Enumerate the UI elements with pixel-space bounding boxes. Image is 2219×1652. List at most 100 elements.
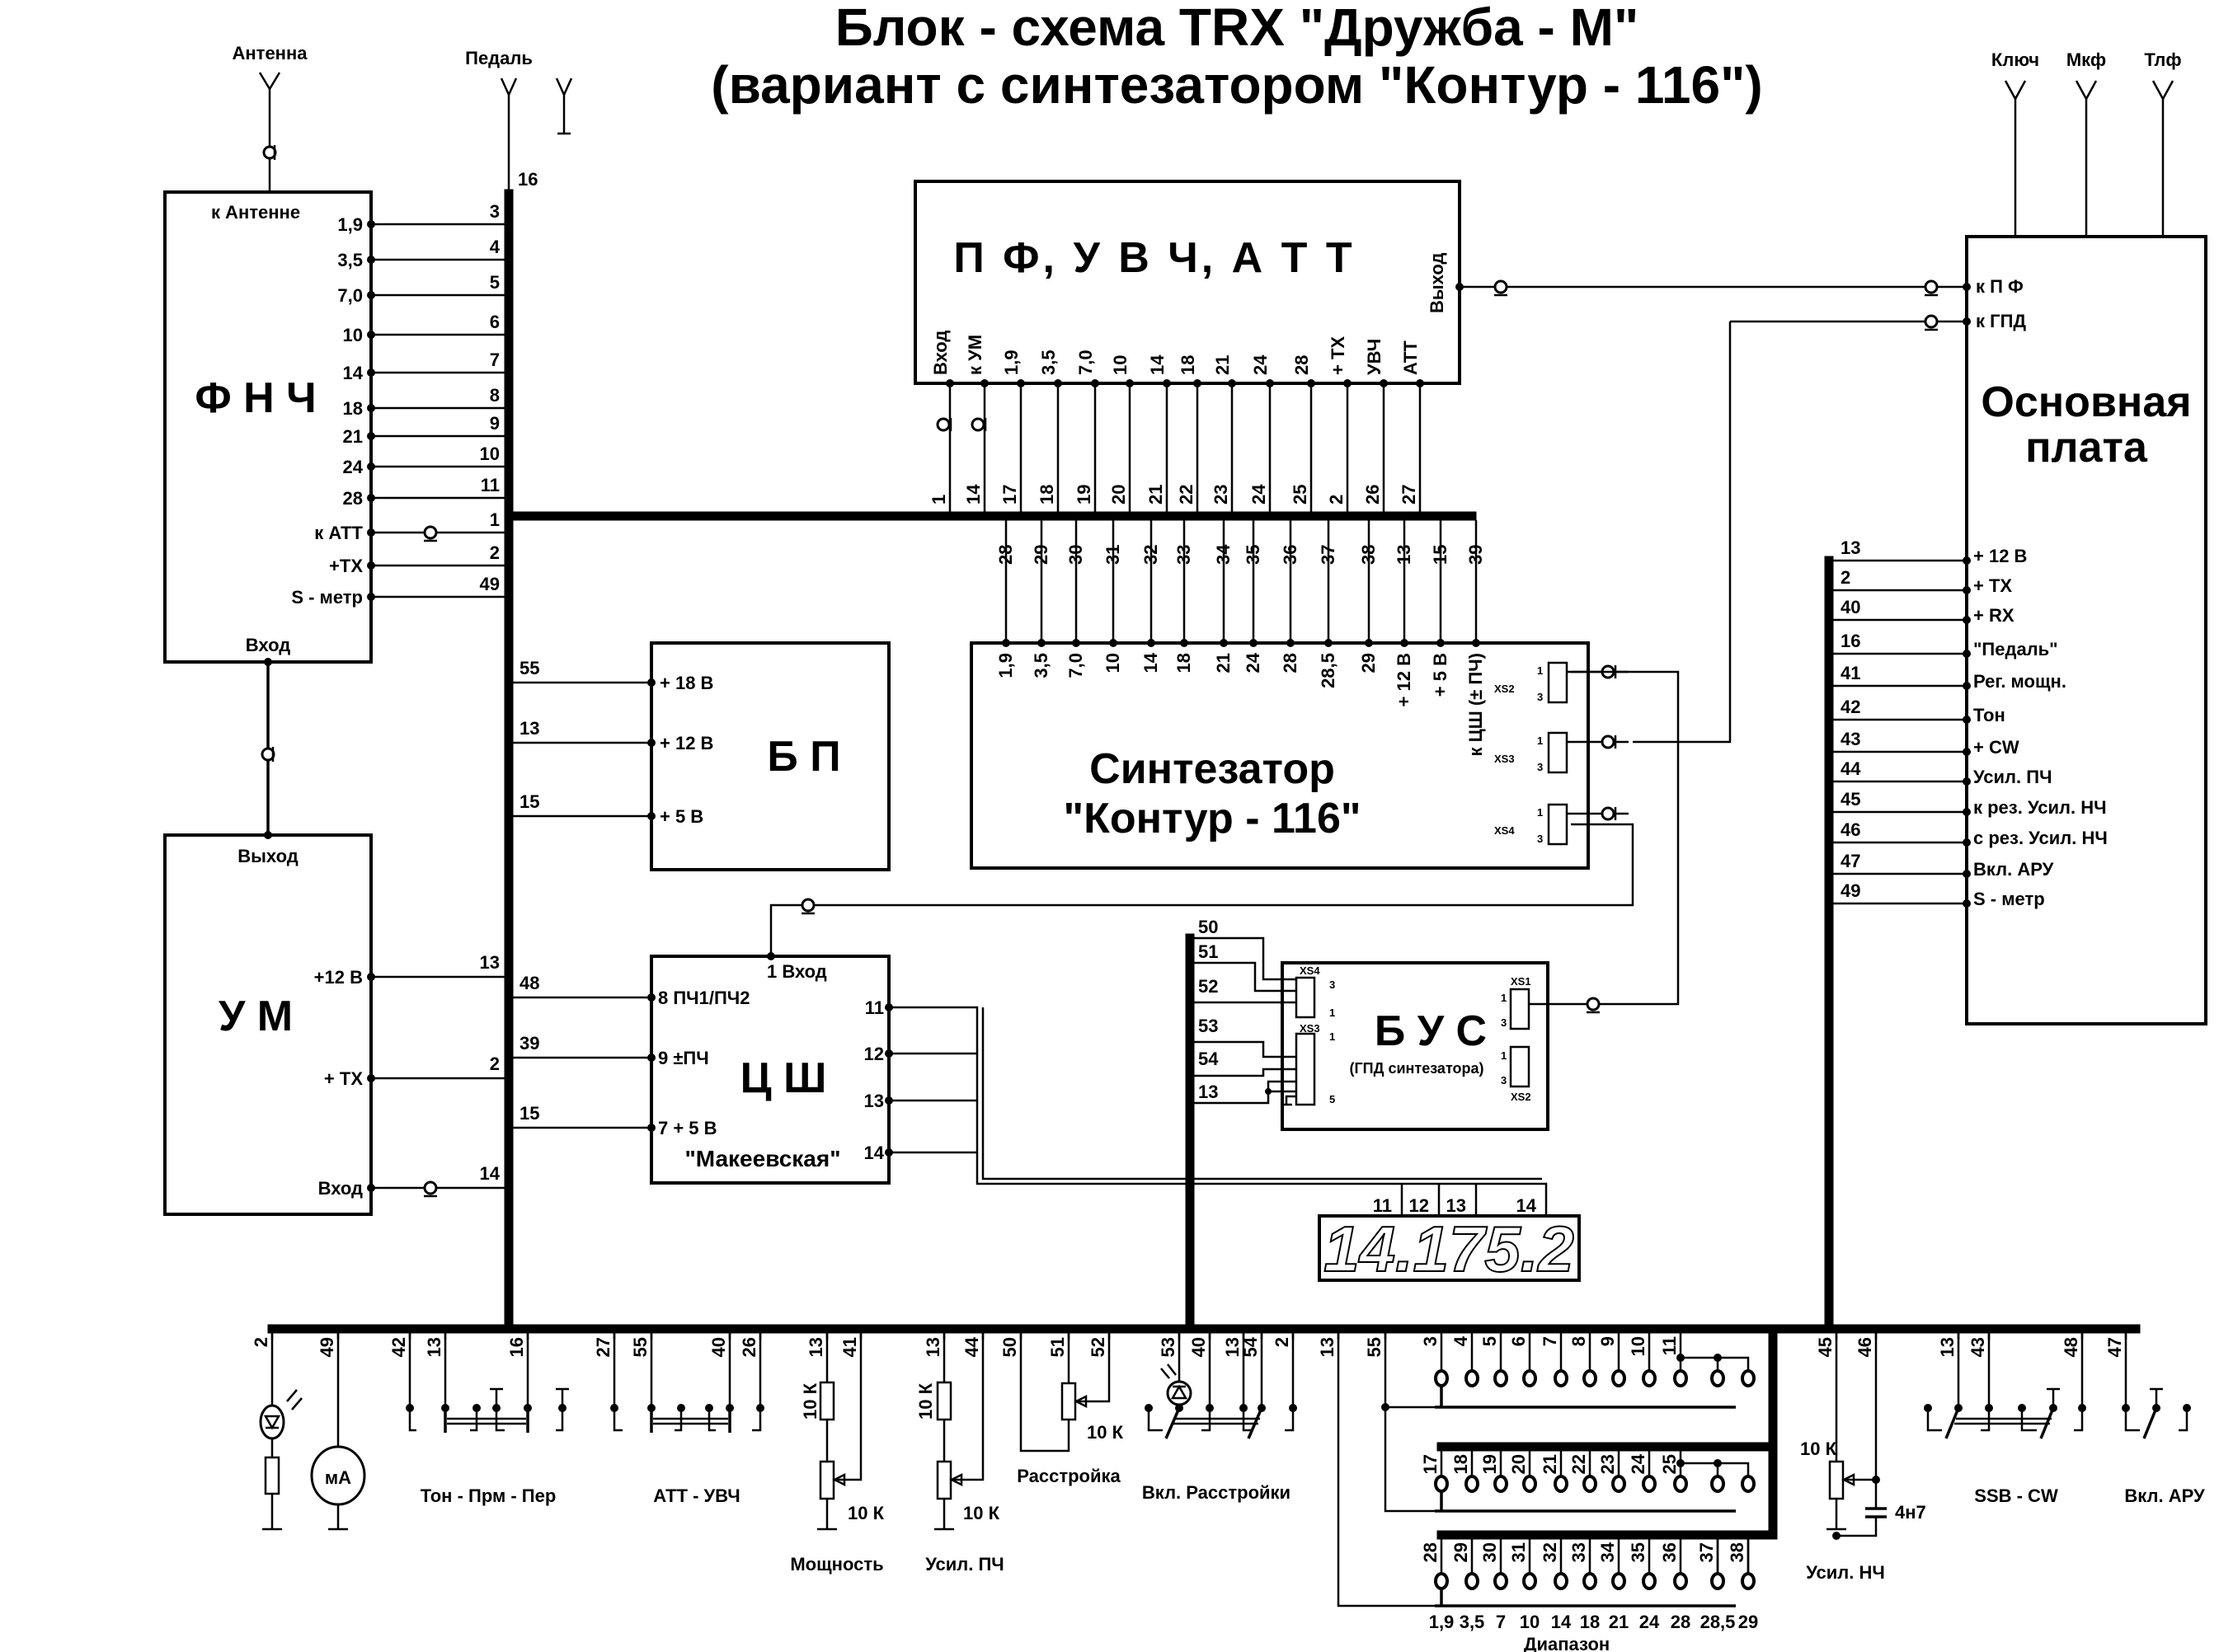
counter-output-pin: 13 bbox=[864, 1091, 884, 1111]
preselector-pin-label: 14 bbox=[1147, 354, 1168, 375]
resistor-icon bbox=[1060, 1382, 1077, 1421]
preselector-bus-pin: 23 bbox=[1211, 485, 1231, 505]
lpf-bus-pin: 6 bbox=[490, 312, 500, 332]
ground-icon bbox=[490, 1387, 569, 1408]
band-contact-icon bbox=[1741, 1369, 1756, 1387]
bus-unit-bus-pin: 13 bbox=[1198, 1082, 1218, 1102]
pin-mark: 3 bbox=[1329, 979, 1335, 991]
lpf-bus-pin: 49 bbox=[480, 574, 500, 594]
synth-bus-pin: 39 bbox=[1465, 545, 1486, 565]
main-board-pin-label: к рез. Усил. НЧ bbox=[1973, 797, 2107, 818]
main-board-pin-label: + ТХ bbox=[1973, 575, 2012, 596]
wire bbox=[1836, 1517, 1878, 1537]
synth-pin-label: + 5 В bbox=[1430, 653, 1450, 697]
junction-dot bbox=[1381, 1403, 1389, 1411]
if-gain-bus-pin: 44 bbox=[961, 1336, 982, 1357]
ground-icon bbox=[1281, 1095, 1296, 1106]
preselector-pin-label: + ТХ bbox=[1328, 336, 1348, 375]
synth-pin-label: 14 bbox=[1140, 652, 1161, 673]
wire bbox=[1384, 1333, 1435, 1513]
pa-bus-pin: 14 bbox=[480, 1163, 501, 1184]
psu-pin-label: + 5 В bbox=[660, 806, 703, 827]
ground-icon bbox=[2047, 1387, 2060, 1408]
synth-bus-pin: 35 bbox=[1243, 545, 1263, 565]
counter-bus-pin: 15 bbox=[519, 1103, 539, 1124]
synth-bus-pin: 28 bbox=[995, 545, 1016, 565]
wire bbox=[1194, 1040, 1296, 1058]
led-bus-pin: 2 bbox=[251, 1337, 271, 1347]
socket-pin: 1 bbox=[1537, 806, 1543, 819]
band-pin: 7 bbox=[1540, 1336, 1560, 1346]
resistor-value: 10 К bbox=[848, 1503, 885, 1523]
att-switch-bus-pin: 55 bbox=[630, 1337, 651, 1357]
band-pin: 11 bbox=[1659, 1336, 1680, 1355]
band-contact-icon bbox=[1493, 1572, 1508, 1590]
band-position-label: 29 bbox=[1738, 1612, 1758, 1632]
band-position-label: 10 bbox=[1520, 1612, 1540, 1632]
resistor-icon bbox=[936, 1381, 952, 1421]
band-position-label: 21 bbox=[1609, 1612, 1629, 1632]
synth-bus-pin: 37 bbox=[1318, 545, 1338, 565]
title-line2: (вариант с синтезатором "Контур - 116") bbox=[711, 55, 1762, 115]
band-position-label: 28,5 bbox=[1700, 1612, 1736, 1632]
ssb-cw-bus-pin: 43 bbox=[1967, 1337, 1988, 1357]
preselector-pin-label: АТТ bbox=[1400, 340, 1421, 375]
synth-bus-pin: 13 bbox=[1394, 545, 1414, 565]
wiper-arrow-icon bbox=[1841, 1472, 1855, 1487]
synth-bus-pin: 30 bbox=[1065, 545, 1086, 565]
band-pin: 22 bbox=[1568, 1454, 1589, 1474]
junction-dot bbox=[1832, 1532, 1841, 1540]
band-pin: 38 bbox=[1727, 1542, 1747, 1562]
ground-icon bbox=[2150, 1387, 2163, 1408]
band-contact-icon bbox=[1642, 1369, 1657, 1387]
psu-bus-pin: 13 bbox=[519, 718, 539, 739]
preselector-title: П Ф, У В Ч, А Т Т bbox=[953, 234, 1355, 282]
band-position-label: 28 bbox=[1671, 1612, 1690, 1632]
lpf-title: Ф Н Ч bbox=[195, 374, 316, 422]
ground-icon bbox=[555, 77, 573, 135]
lpf-bus-pin: 7 bbox=[490, 350, 500, 370]
resistor-icon bbox=[819, 1381, 835, 1421]
main-board-bus-pin: 42 bbox=[1841, 697, 1860, 717]
detune-label: Расстройка bbox=[1017, 1466, 1121, 1486]
band-contact-icon bbox=[1464, 1475, 1479, 1493]
light-rays-icon bbox=[1160, 1363, 1177, 1379]
antenna-connector: Антенна bbox=[233, 43, 308, 192]
preselector-pin-label: к УМ bbox=[965, 335, 985, 375]
power-label: Мощность bbox=[790, 1554, 883, 1575]
pedal-bus-pin: 16 bbox=[518, 169, 538, 190]
bus-unit-bus-pin: 54 bbox=[1198, 1049, 1219, 1069]
synth-pin-label: 21 bbox=[1213, 653, 1234, 673]
main-board-pin-label: Рег. мощн. bbox=[1973, 671, 2066, 692]
main-board-bus-pin: 46 bbox=[1841, 819, 1860, 840]
coax-ring bbox=[423, 1180, 438, 1195]
rf-input-vfo: к ГПД bbox=[1976, 311, 2026, 331]
coax-icon bbox=[1586, 997, 1601, 1014]
lpf-pin-label: 7,0 bbox=[337, 285, 363, 306]
coax-icon bbox=[262, 145, 277, 160]
led-icon bbox=[259, 1404, 285, 1440]
wire bbox=[1681, 1462, 1750, 1476]
junction-dot bbox=[264, 658, 272, 666]
main-board-bus-pin: 13 bbox=[1841, 537, 1860, 558]
band-pin: 28 bbox=[1420, 1542, 1441, 1562]
counter-bus-pin: 39 bbox=[519, 1033, 539, 1054]
lpf-pin-label: 24 bbox=[343, 457, 364, 477]
synth-bus-pin: 34 bbox=[1213, 544, 1234, 565]
synth-pin-label: 18 bbox=[1173, 653, 1194, 673]
band-pin: 37 bbox=[1696, 1542, 1717, 1562]
band-contact-icon bbox=[1554, 1572, 1568, 1590]
psu-bus-pin: 15 bbox=[519, 791, 539, 812]
band-pin: 5 bbox=[1479, 1336, 1500, 1346]
resistor-icon bbox=[936, 1460, 952, 1500]
band-contact-icon bbox=[1673, 1572, 1688, 1590]
detune-switch-bus-pin: 2 bbox=[1272, 1337, 1292, 1347]
socket-label: XS2 bbox=[1494, 683, 1515, 695]
main-board-bus-pin: 45 bbox=[1841, 789, 1860, 810]
wiper-wire bbox=[1078, 1333, 1111, 1403]
main-board-pin-label: S - метр bbox=[1973, 889, 2045, 909]
socket-pin: 3 bbox=[1537, 833, 1543, 845]
